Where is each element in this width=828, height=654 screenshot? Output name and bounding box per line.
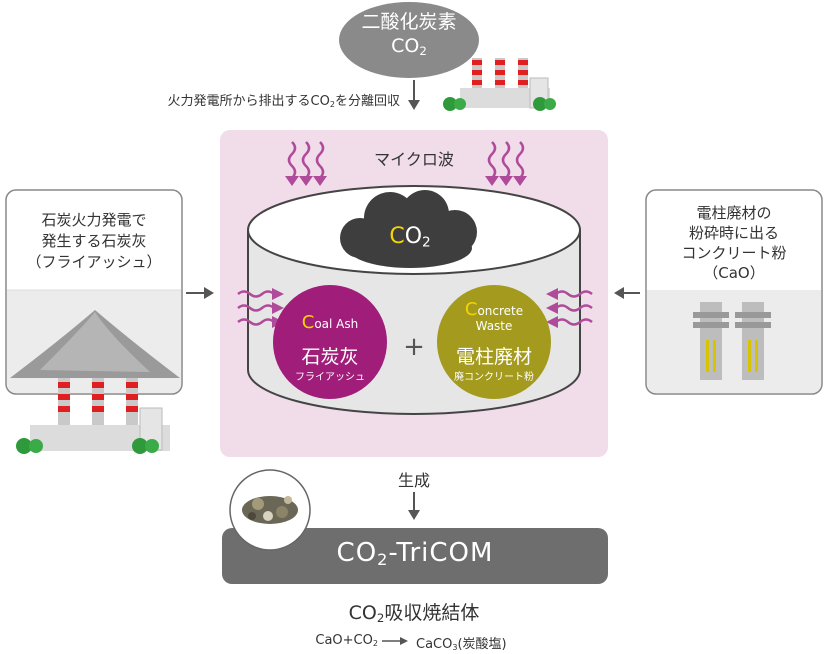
left-factory-icon [16,378,170,454]
left-box-label: 石炭火力発電で 発生する石炭灰 （フライアッシュ） [8,210,180,273]
product-banner-label: CO2-TriCOM [222,538,608,569]
product-banner [222,528,608,584]
equation-lhs-sub: 2 [372,639,378,648]
microwave-arrowheads-right [546,288,558,328]
product-sub: 2 [377,550,389,570]
left-box-line2: 発生する石炭灰 [41,232,147,250]
concrete-subtitle: 廃コンクリート粉 [454,372,534,383]
microwave-arrows-top-right [487,141,525,179]
concrete-waste-circle [437,285,551,399]
coal-ash-initial: C [301,312,315,333]
microwave-arrowheads-top-left [285,176,327,186]
co2-sub: 2 [419,43,427,58]
top-factory-icon [443,58,556,111]
product-co: CO [336,538,378,568]
coal-ash-title: 石炭灰 [301,346,359,368]
equation-rhs-tail: (炭酸塩) [457,637,507,652]
co2-main: CO [391,35,420,57]
left-box-line3: （フライアッシュ） [26,253,162,271]
right-box-line3: コンクリート粉 [681,244,787,262]
arrow-left-from-right-box [614,287,640,299]
microwave-arrows-top-left [287,141,325,179]
arrow-down-to-product [408,492,420,520]
microwave-arrows-left [237,290,275,326]
thermal-note-tail: を分離回収 [334,94,400,109]
microwave-arrows-right [555,290,593,326]
inner-co2-o: O [404,224,423,249]
product-tail: -TriCOM [388,538,494,568]
plus-sign: + [403,332,425,362]
top-cloud-shape [339,2,479,78]
product-name-co: CO [348,602,377,624]
right-source-box [645,189,823,395]
equation-rhs-sub: 3 [452,643,458,652]
inner-co2-cloud-shape [340,190,477,268]
left-box-line1: 石炭火力発電で [41,211,147,229]
co2-cloud-line1: 二酸化炭素 [361,11,457,33]
right-box-line1: 電柱廃材の [696,204,772,222]
product-name-tail: 吸収焼結体 [384,602,480,624]
sample-photo-icon [229,469,311,551]
coal-ash-circle [273,285,387,399]
concrete-rest1: oncrete [477,304,524,318]
generate-label: 生成 [397,471,430,490]
coal-ash-subtitle: フライアッシュ [295,372,365,383]
equation-lhs-main: CaO+CO [315,633,373,648]
inner-co2-sub: 2 [422,234,431,251]
right-box-line2: 粉砕時に出る [688,224,779,242]
concrete-english-line1: Concrete [444,299,544,320]
concrete-initial: C [464,299,478,320]
product-name-sub: 2 [376,610,385,625]
thermal-note-main: 火力発電所から排出するCO [167,94,330,109]
equation-rhs: CaCO3(炭酸塩) [416,633,556,652]
thermal-note-sub: 2 [329,100,335,109]
microwave-label: マイクロ波 [374,150,454,169]
equation-rhs-main: CaCO [416,637,453,652]
concrete-title: 電柱廃材 [455,346,532,368]
concrete-english: Concrete Waste [444,299,544,334]
right-box-label: 電柱廃材の 粉砕時に出る コンクリート粉 （CaO） [648,203,820,283]
concrete-english-line2: Waste [475,319,513,333]
equation-arrow [382,637,408,645]
co2-cloud-line2: CO2 [339,34,479,63]
coal-ash-english: Coal Ash [280,312,380,333]
right-box-line4: （CaO） [703,264,765,282]
inner-co2-label: CO2 [370,224,450,250]
coal-ash-rest: oal Ash [314,317,359,331]
arrow-down-top [408,80,420,110]
utility-pole-icon [693,302,771,380]
equation-lhs: CaO+CO2 [270,633,378,648]
arrow-right-from-left-box [186,287,214,299]
inner-co2-c: C [389,224,405,249]
microwave-arrowheads-top-right [485,176,527,186]
left-source-box [5,189,183,395]
product-name: CO2吸収焼結体 [300,598,528,625]
thermal-plant-note: 火力発電所から排出するCO2を分離回収 [100,90,400,109]
co2-cloud-title: 二酸化炭素 CO2 [339,10,479,63]
